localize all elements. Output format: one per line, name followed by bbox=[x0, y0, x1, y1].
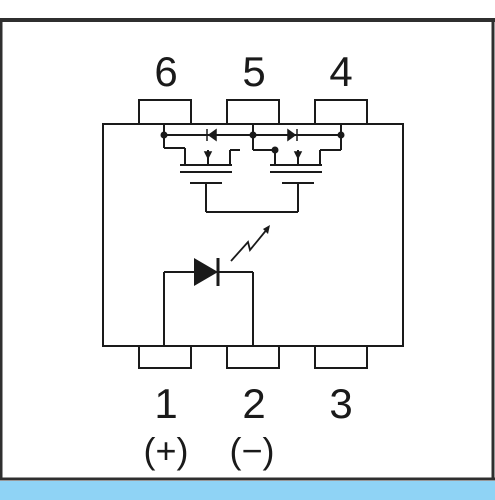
pin-3-label: 3 bbox=[329, 380, 352, 427]
led-diode-icon bbox=[194, 258, 218, 286]
pin-2-label: 2 bbox=[242, 380, 265, 427]
pin-2-pad bbox=[226, 345, 280, 369]
protection-diodes bbox=[203, 128, 303, 160]
pin-1-label: 1 bbox=[154, 380, 177, 427]
pin-5-label: 5 bbox=[242, 48, 265, 95]
light-emission-icon bbox=[230, 227, 269, 262]
top-frame-bar bbox=[0, 0, 495, 20]
pin-3-pad bbox=[314, 345, 368, 369]
bottom-blue-bar bbox=[0, 481, 495, 500]
pin-5-pad bbox=[226, 99, 280, 125]
junction-dots bbox=[160, 131, 345, 154]
pin-4-label: 4 bbox=[329, 48, 352, 95]
pin-2-polarity: (−) bbox=[230, 430, 275, 471]
pin-6-pad bbox=[138, 99, 192, 125]
pin-6-label: 6 bbox=[154, 48, 177, 95]
pin-1-polarity: (+) bbox=[144, 430, 189, 471]
light-arrow-head-icon bbox=[263, 225, 270, 234]
pin-1-pad bbox=[138, 345, 192, 369]
pin-4-pad bbox=[314, 99, 368, 125]
